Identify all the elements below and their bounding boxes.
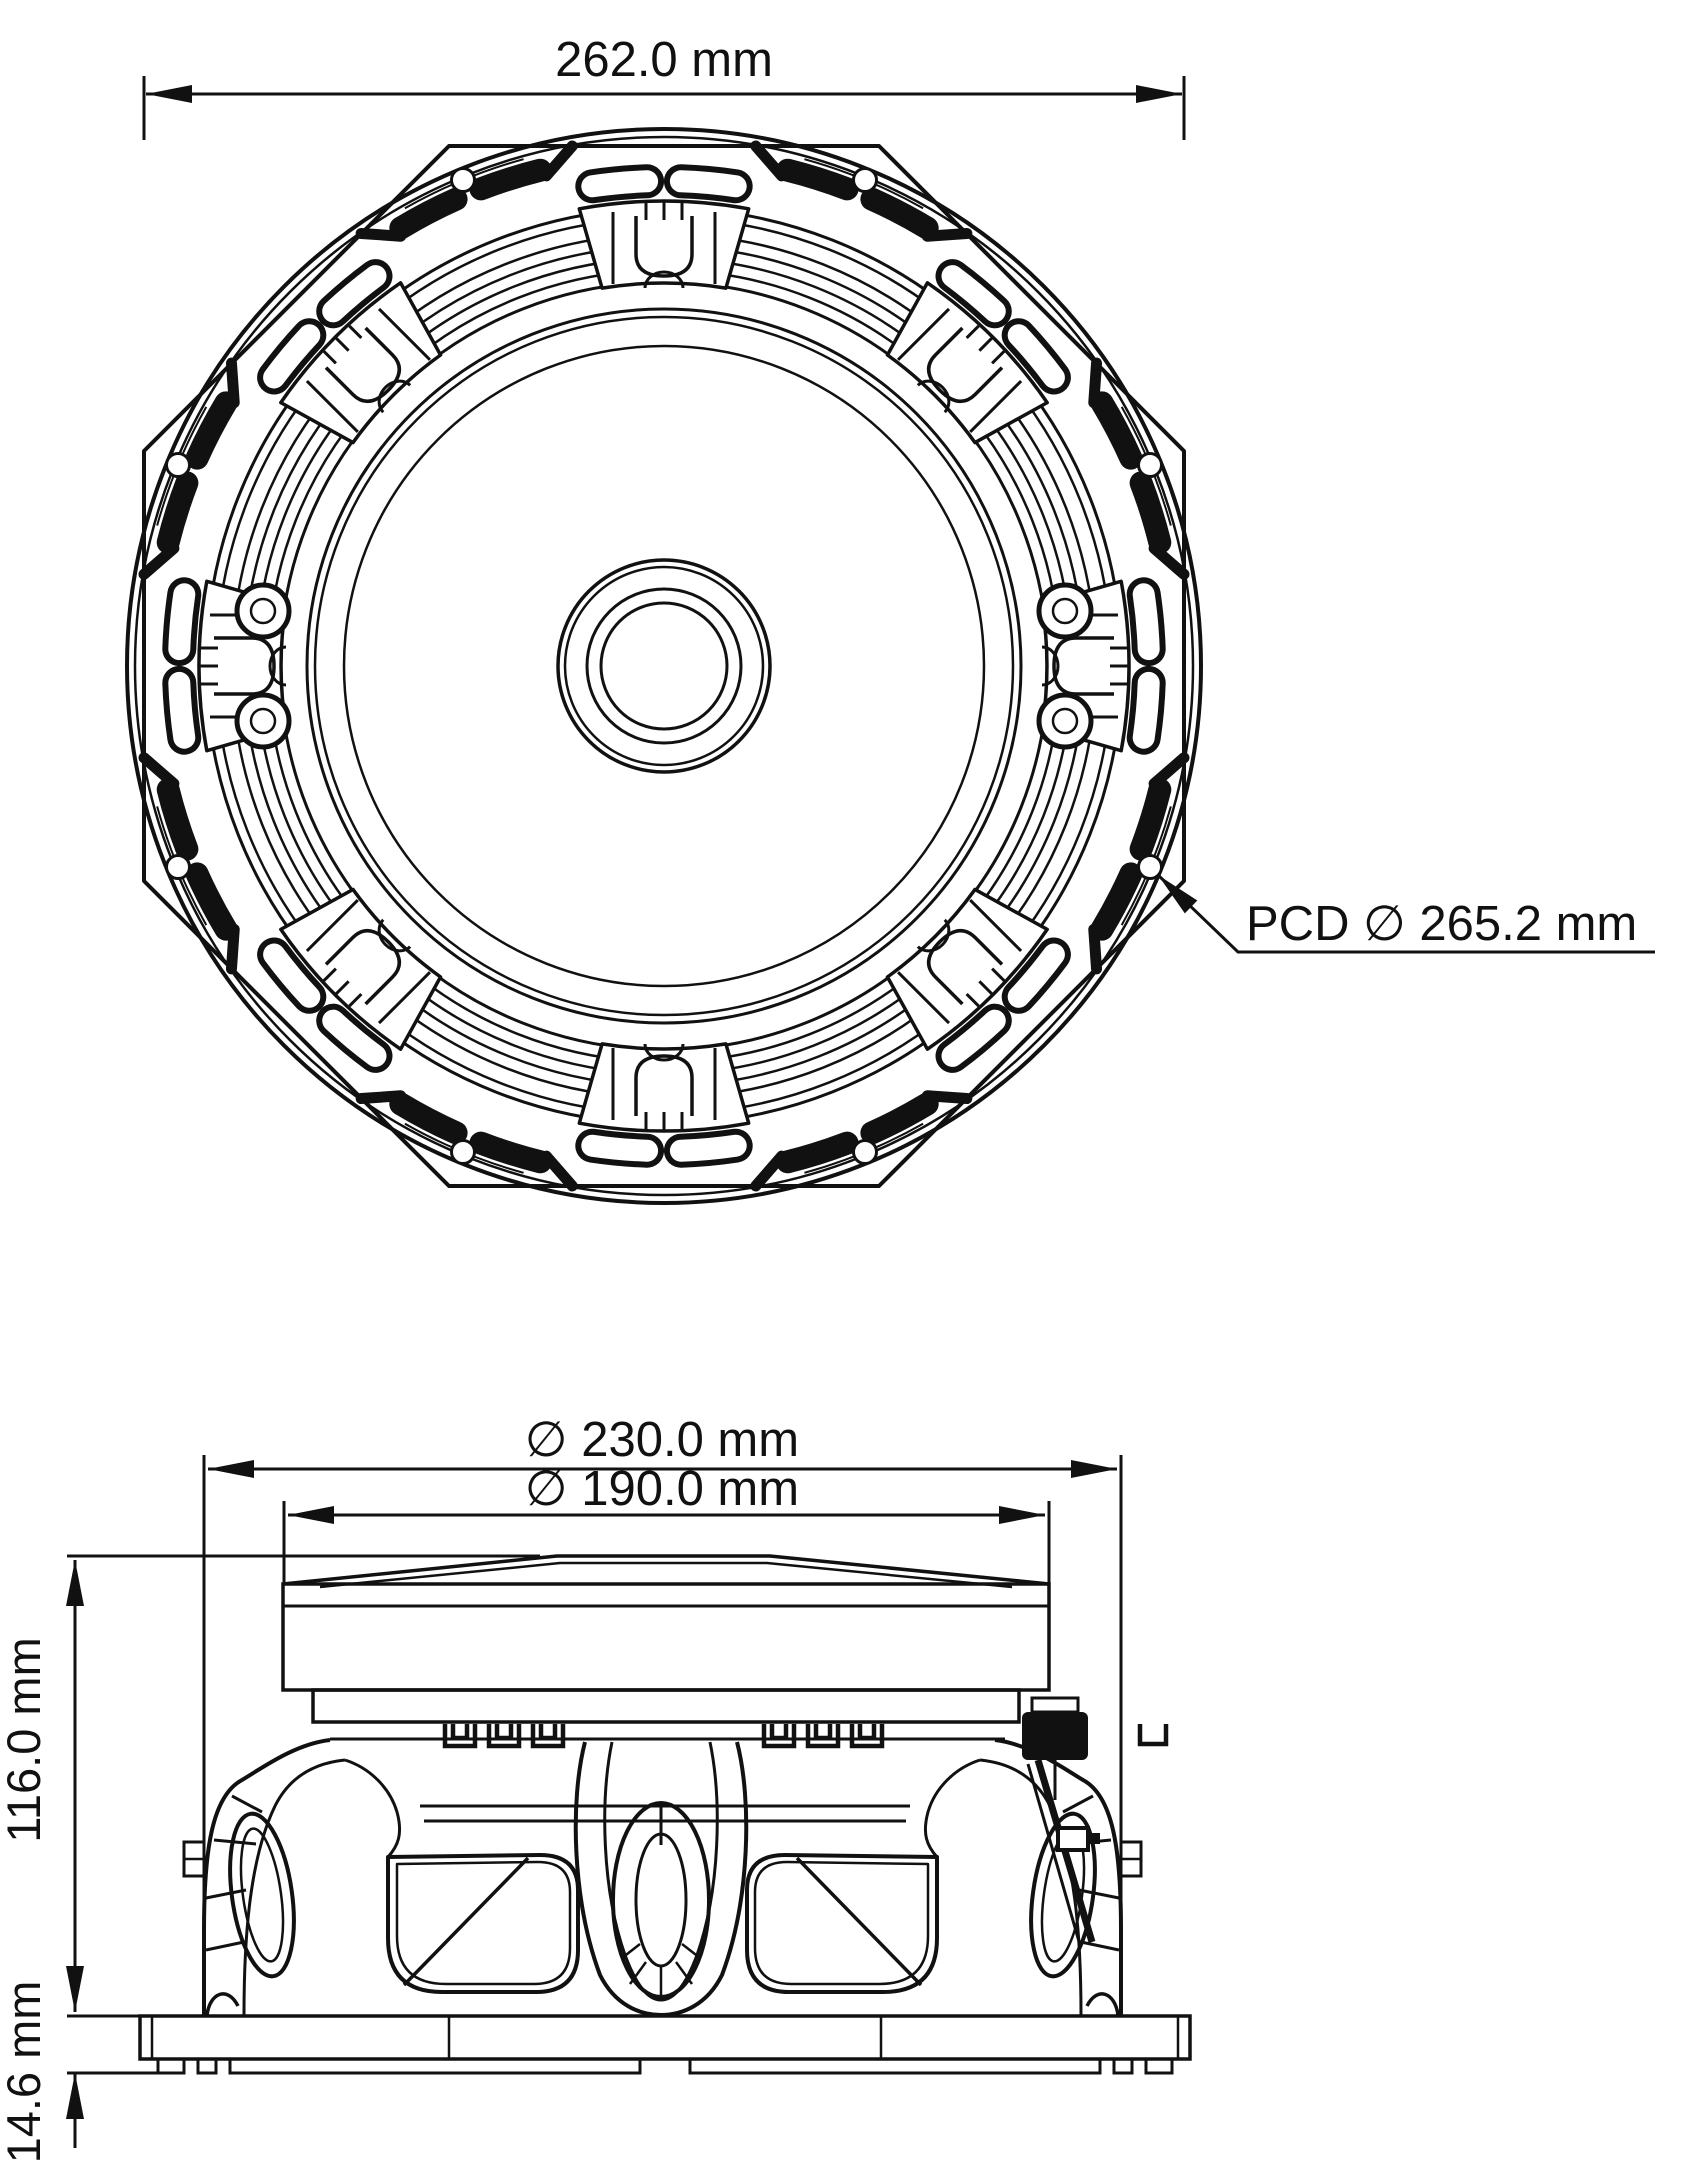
window-bars [420,1804,910,1823]
total-height-label: 116.0 mm [0,1637,50,1843]
gusset-tabs [442,1724,1169,1749]
pcd-label: PCD ∅ 265.2 mm [1246,897,1637,951]
cone-surround [305,307,1023,1025]
dust-cap [556,558,772,774]
terminal-eyelets [234,582,1094,750]
dim-outer-diameter: ∅ 230.0 mm [202,1413,1123,2016]
basket-legs [182,1738,1143,2017]
spider-clamps [197,199,1131,1133]
terminal-block [1022,1696,1100,1946]
front-view [113,115,1215,1217]
side-view [138,1554,1192,2075]
outer-diameter-label: ∅ 230.0 mm [525,1413,799,1467]
dim-total-height: 116.0 mm [0,1554,540,2018]
dim-flange-height: 14.6 mm [0,1981,160,2164]
flange-height-label: 14.6 mm [0,1981,50,2164]
dim-gasket-diameter: ∅ 190.0 mm [282,1462,1051,1584]
center-leg [573,1741,749,2017]
dim-pcd: PCD ∅ 265.2 mm [1151,868,1655,954]
mounting-flange [138,2014,1192,2061]
dim-overall-width: 262.0 mm [142,33,1186,140]
mounting-holes [165,167,1163,1165]
gasket-rings [125,127,1203,1205]
flange-feet [156,2057,1174,2075]
cone-top [282,1554,1050,1589]
gasket-stack [281,1582,1051,1741]
overall-width-label: 262.0 mm [555,33,773,87]
frame-octagon [142,144,1186,1188]
gasket-diameter-label: ∅ 190.0 mm [525,1462,799,1516]
